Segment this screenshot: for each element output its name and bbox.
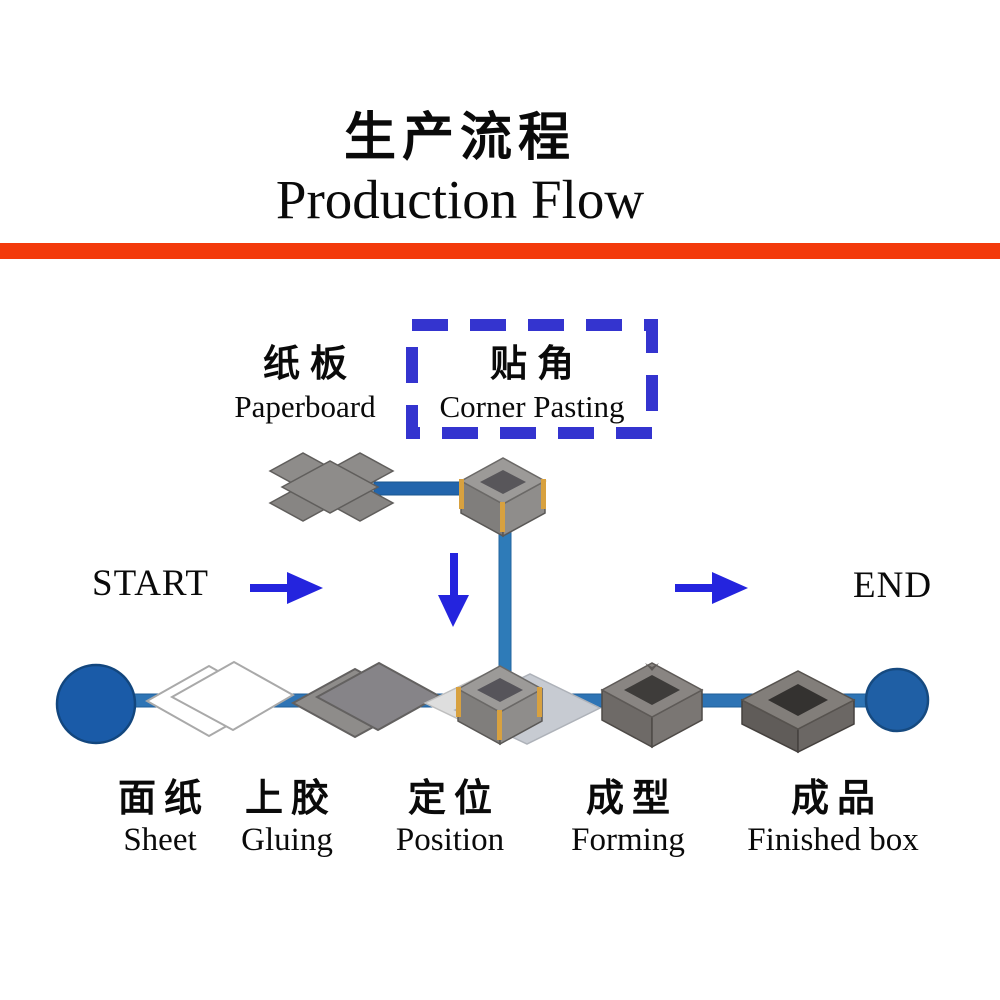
flow-connector-top xyxy=(373,481,471,496)
position-box-icon xyxy=(423,665,602,746)
paperboard-blank-icon xyxy=(268,452,395,522)
box-cavity xyxy=(624,675,680,705)
label-corner-pasting-en: Corner Pasting xyxy=(439,389,625,424)
arrow-shaft xyxy=(450,553,458,599)
label-step-gluing: 上胶 Gluing xyxy=(187,780,387,857)
label-step-sheet-en: Sheet xyxy=(123,822,197,858)
corner-pasting-box-icon xyxy=(459,457,547,538)
arrow-shaft xyxy=(250,584,290,592)
connector-line xyxy=(373,481,471,496)
end-circle xyxy=(864,667,930,733)
box-cavity xyxy=(480,470,526,494)
end-marker-text: END xyxy=(853,565,933,606)
arrow-right-end-icon xyxy=(675,572,748,604)
label-step-finished-box: 成品 Finished box xyxy=(713,780,953,857)
corner-tape-front xyxy=(497,710,502,740)
sheet-blank-icon xyxy=(144,660,296,738)
label-step-sheet: 面纸 Sheet xyxy=(60,780,260,857)
label-step-gluing-en: Gluing xyxy=(241,822,333,858)
label-step-finished-box-zh: 成品 xyxy=(790,778,883,820)
arrow-shaft xyxy=(675,584,715,592)
page-title-zh: 生产流程 xyxy=(343,110,576,167)
arrow-right-start-icon xyxy=(250,572,323,604)
label-step-position-en: Position xyxy=(395,822,505,858)
arrow-head xyxy=(712,572,748,604)
gluing-blank-icon xyxy=(290,661,442,739)
corner-pasting-dashed-frame xyxy=(406,319,658,439)
label-corner-pasting-zh: 贴角 xyxy=(490,344,584,385)
arrow-head xyxy=(438,595,469,627)
arrow-head xyxy=(287,572,323,604)
blank-center xyxy=(280,460,380,514)
end-node xyxy=(864,667,930,733)
corner-tape-left xyxy=(456,687,461,717)
label-step-forming-en: Forming xyxy=(571,822,685,858)
page-title-en: Production Flow xyxy=(275,169,645,230)
label-step-forming-zh: 成型 xyxy=(585,778,678,820)
forming-box-icon xyxy=(600,662,704,749)
label-step-finished-box-en: Finished box xyxy=(747,822,919,858)
start-node xyxy=(55,663,137,745)
box-cavity xyxy=(768,684,828,716)
label-step-position-zh: 定位 xyxy=(407,778,500,820)
corner-tape-left xyxy=(459,479,464,509)
label-step-position: 定位 Position xyxy=(350,780,550,857)
blank-front xyxy=(169,660,296,732)
label-paperboard-en: Paperboard xyxy=(234,389,376,424)
start-marker-text: START xyxy=(92,563,209,604)
label-step-forming: 成型 Forming xyxy=(528,780,728,857)
start-circle xyxy=(55,663,137,745)
label-corner-pasting: 贴角 Corner Pasting xyxy=(410,346,654,422)
box-notch xyxy=(645,663,659,671)
arrow-down-icon xyxy=(438,553,469,627)
label-paperboard-zh: 纸板 xyxy=(263,344,357,385)
corner-tape-right xyxy=(541,479,546,509)
label-paperboard: 纸板 Paperboard xyxy=(185,346,425,422)
box-cavity xyxy=(477,678,523,702)
label-step-gluing-zh: 上胶 xyxy=(244,778,337,820)
corner-tape-front xyxy=(500,502,505,532)
corner-tape-right xyxy=(537,687,542,717)
label-step-sheet-zh: 面纸 xyxy=(117,778,210,820)
finished-box-icon xyxy=(740,670,856,754)
accent-divider-bar xyxy=(0,243,1000,259)
dashed-rect xyxy=(406,319,658,439)
